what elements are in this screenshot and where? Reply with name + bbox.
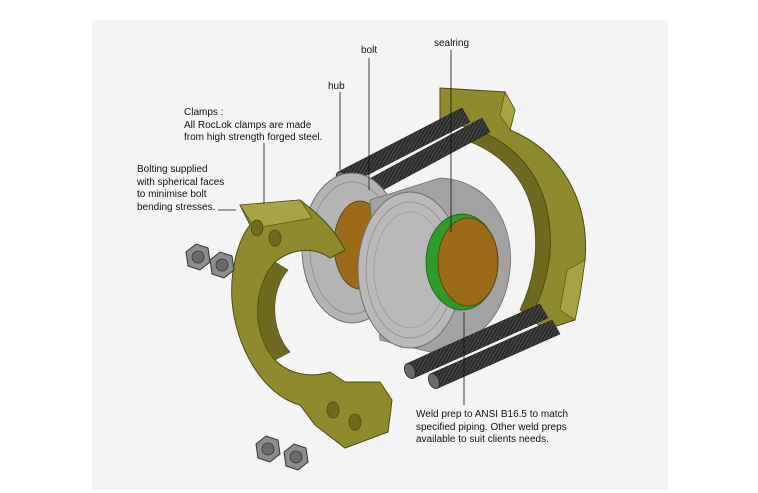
leader-lines <box>218 50 465 405</box>
nuts-upper <box>185 243 235 279</box>
label-bolt: bolt <box>361 45 378 56</box>
bolt-bottom-rear <box>403 303 549 379</box>
label-sealring: sealring <box>434 38 470 49</box>
label-weldprep: Weld prep to ANSI B16.5 to match specifi… <box>416 409 569 445</box>
bolt-bottom-front <box>427 319 561 389</box>
nuts-lower <box>255 435 309 471</box>
label-bolting: Bolting supplied with spherical faces to… <box>137 164 225 213</box>
label-clamps: Clamps : All RocLok clamps are made from… <box>184 107 323 143</box>
clamp-left <box>231 199 393 449</box>
label-hub: hub <box>328 81 345 92</box>
hub-front <box>357 177 512 353</box>
